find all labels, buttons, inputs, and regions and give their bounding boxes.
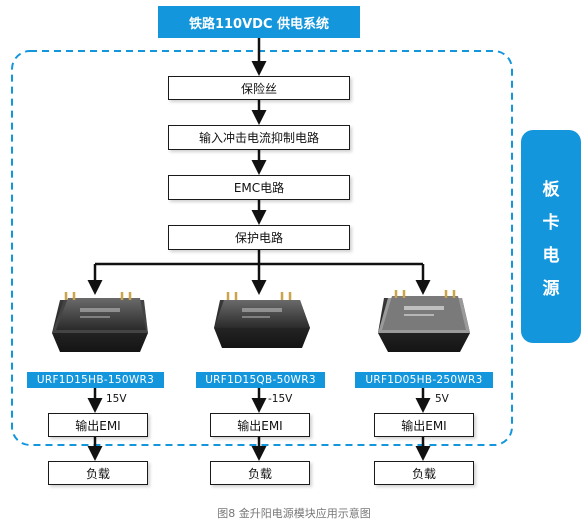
board-region-dashed-border (11, 50, 513, 446)
load-box-center: 负载 (210, 461, 310, 485)
power-module-image-center (214, 292, 310, 348)
part-number-left-text: URF1D15HB-150WR3 (36, 374, 155, 386)
load-box-right: 负载 (374, 461, 474, 485)
board-power-side-label: 板 卡 电 源 (521, 130, 581, 343)
power-source-box: 铁路110VDC 供电系统 (158, 6, 360, 38)
inrush-suppression-box: 输入冲击电流抑制电路 (168, 125, 350, 150)
power-source-label: 铁路110VDC 供电系统 (188, 16, 330, 32)
output-emi-label-left: 输出EMI (75, 418, 121, 433)
inrush-suppression-label: 输入冲击电流抑制电路 (198, 131, 319, 145)
power-module-image-left (52, 292, 148, 352)
load-label-right: 负载 (411, 466, 436, 481)
protection-circuit-label: 保护电路 (234, 231, 283, 245)
side-char-4: 源 (542, 278, 560, 299)
load-box-left: 负载 (48, 461, 148, 485)
side-char-2: 卡 (542, 212, 560, 233)
voltage-right: 5V (435, 393, 449, 405)
side-char-1: 板 (542, 179, 560, 200)
lower-connectors (87, 388, 431, 461)
output-emi-label-center: 输出EMI (237, 418, 283, 433)
figure-caption: 图8 金升阳电源模块应用示意图 (217, 507, 371, 520)
fuse-box: 保险丝 (168, 76, 350, 100)
voltage-left: 15V (106, 393, 127, 405)
load-label-center: 负载 (247, 466, 272, 481)
protection-circuit-box: 保护电路 (168, 225, 350, 250)
load-label-left: 负载 (85, 466, 110, 481)
voltage-center: -15V (268, 393, 293, 405)
part-number-right: URF1D05HB-250WR3 (355, 372, 493, 388)
emc-circuit-label: EMC电路 (233, 181, 285, 195)
part-number-left: URF1D15HB-150WR3 (27, 372, 164, 388)
output-emi-label-right: 输出EMI (401, 418, 447, 433)
side-char-3: 电 (542, 245, 560, 266)
output-emi-box-right: 输出EMI (374, 413, 474, 437)
part-number-center-text: URF1D15QB-50WR3 (205, 374, 316, 386)
part-number-center: URF1D15QB-50WR3 (196, 372, 325, 388)
chain-connectors (87, 38, 431, 295)
power-module-image-right (378, 290, 470, 352)
output-emi-box-left: 输出EMI (48, 413, 148, 437)
emc-circuit-box: EMC电路 (168, 175, 350, 200)
part-number-right-text: URF1D05HB-250WR3 (365, 374, 483, 386)
output-emi-box-center: 输出EMI (210, 413, 310, 437)
fuse-label: 保险丝 (240, 81, 277, 96)
